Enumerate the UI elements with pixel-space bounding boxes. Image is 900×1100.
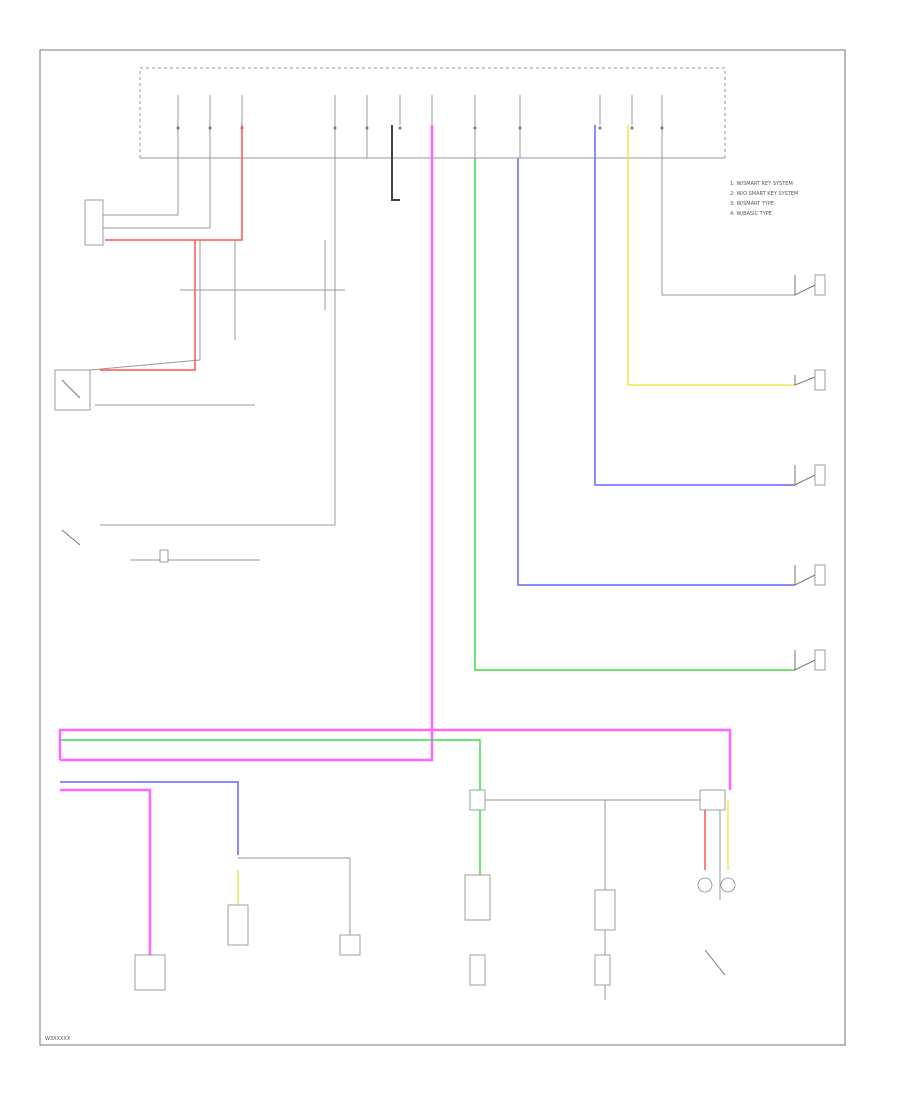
wire-pink-dlc bbox=[60, 788, 152, 960]
left-components bbox=[54, 199, 169, 563]
legend-item-4: 4: W/BASIC TYPE bbox=[730, 211, 772, 217]
wire-yellow-right bbox=[627, 125, 795, 386]
legend-item-2: 2: W/O SMART KEY SYSTEM bbox=[730, 191, 798, 197]
wire-blue-lower bbox=[60, 781, 239, 855]
legend-item-3: 3: W/SMART TYPE bbox=[730, 201, 774, 207]
wire-blue-right-2 bbox=[594, 125, 795, 486]
wire-grey-ecm bbox=[238, 857, 351, 940]
left-upper-wiring bbox=[89, 158, 345, 561]
thick-lead bbox=[391, 125, 400, 201]
wire-red-left bbox=[100, 125, 243, 371]
diagram-frame bbox=[39, 49, 846, 1046]
wire-grey-lower-right bbox=[480, 799, 721, 900]
legend-item-1: 1: W/SMART KEY SYSTEM bbox=[730, 181, 793, 187]
wire-grey-right bbox=[661, 158, 795, 296]
page-code: W3XXXXX bbox=[45, 1036, 71, 1042]
wire-blue-right-1 bbox=[517, 158, 795, 586]
wire-green bbox=[474, 158, 795, 671]
lower-components bbox=[134, 789, 736, 991]
wire-pink-main bbox=[60, 125, 434, 762]
right-switches bbox=[794, 274, 826, 671]
legend: 1: W/SMART KEY SYSTEM 2: W/O SMART KEY S… bbox=[730, 181, 798, 217]
top-fuse-taps bbox=[176, 95, 664, 158]
wire-pink-left-drop bbox=[58, 728, 732, 790]
wire-green-lower bbox=[60, 739, 481, 900]
